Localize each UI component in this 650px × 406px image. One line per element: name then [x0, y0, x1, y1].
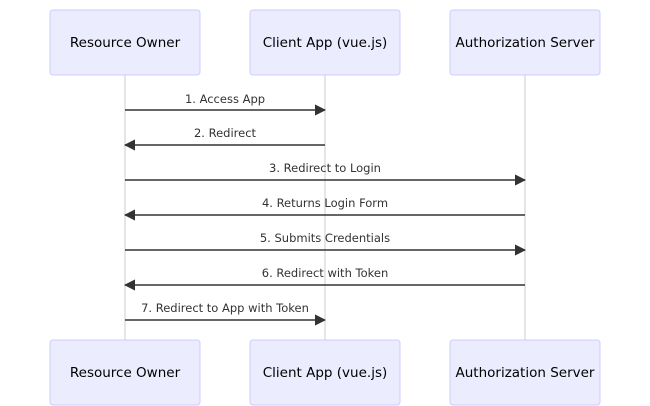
message-label: 2. Redirect [194, 126, 257, 140]
message-label: 3. Redirect to Login [269, 161, 381, 175]
message-6: 6. Redirect with Token [123, 266, 525, 291]
message-label: 1. Access App [185, 92, 265, 106]
actor-top-authorization-server: Authorization Server [449, 9, 601, 76]
message-3: 3. Redirect to Login [125, 161, 527, 186]
message-label: 4. Returns Login Form [262, 196, 388, 210]
actor-top-resource-owner: Resource Owner [49, 9, 201, 76]
actor-label: Resource Owner [70, 35, 181, 51]
actor-label: Resource Owner [70, 365, 181, 381]
actor-label: Client App (vue.js) [263, 365, 388, 381]
message-2: 2. Redirect [123, 126, 325, 151]
message-label: 6. Redirect with Token [262, 266, 388, 280]
actor-top-client-app: Client App (vue.js) [249, 9, 401, 76]
actor-label: Authorization Server [456, 35, 595, 51]
message-label: 5. Submits Credentials [260, 231, 390, 245]
message-7: 7. Redirect to App with Token [125, 301, 327, 326]
message-5: 5. Submits Credentials [125, 231, 527, 256]
message-1: 1. Access App [125, 92, 327, 116]
message-label: 7. Redirect to App with Token [141, 301, 309, 315]
actor-label: Client App (vue.js) [263, 35, 388, 51]
actor-bottom-resource-owner: Resource Owner [49, 339, 201, 406]
actor-bottom-authorization-server: Authorization Server [449, 339, 601, 406]
actor-label: Authorization Server [456, 365, 595, 381]
actor-bottom-client-app: Client App (vue.js) [249, 339, 401, 406]
message-4: 4. Returns Login Form [123, 196, 525, 221]
